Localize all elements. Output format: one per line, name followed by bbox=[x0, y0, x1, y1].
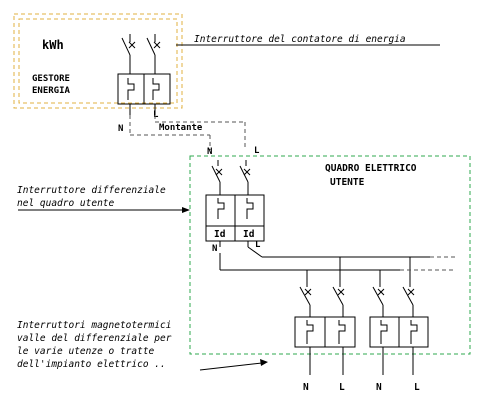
riser-neutral-label: N bbox=[118, 124, 123, 134]
output-2-neutral-label: N bbox=[376, 382, 382, 393]
diff-input-live-label: L bbox=[254, 146, 260, 156]
mcb-annotation-4: dell'impianto elettrico .. bbox=[17, 359, 166, 370]
riser-label: Montante bbox=[159, 123, 203, 133]
distribution-bus bbox=[219, 246, 430, 283]
diff-input-neutral-label: N bbox=[207, 147, 212, 157]
diff-id-label-2: Id bbox=[243, 229, 255, 240]
meter-box-border-inner bbox=[18, 18, 178, 104]
diff-annotation-2: nel quadro utente bbox=[17, 198, 115, 209]
diff-annotation-arrowhead bbox=[182, 207, 190, 213]
user-panel-border bbox=[189, 155, 471, 355]
meter-box-border bbox=[13, 13, 183, 109]
mcb-annotation-arrowhead bbox=[260, 359, 268, 366]
output-1-neutral-label: N bbox=[303, 382, 309, 393]
meter-operator-label-1: GESTORE bbox=[32, 74, 70, 84]
diff-output-live-label: L bbox=[255, 240, 261, 250]
output-1-live-label: L bbox=[339, 382, 345, 393]
panel-title-1: QUADRO ELETTRICO bbox=[325, 163, 417, 174]
meter-breaker-annotation: Interruttore del contatore di energia bbox=[194, 34, 406, 45]
meter-unit-label: kWh bbox=[42, 38, 64, 52]
mcb-annotation-leader bbox=[199, 362, 263, 371]
diff-id-label-1: Id bbox=[214, 229, 226, 240]
output-2-live-label: L bbox=[414, 382, 420, 393]
differential-breaker bbox=[205, 160, 265, 247]
panel-title-2: UTENTE bbox=[330, 177, 365, 188]
riser-cables bbox=[129, 115, 246, 150]
mcb-annotation-2: valle del differenziale per bbox=[17, 333, 172, 344]
meter-breaker bbox=[117, 34, 171, 115]
mcb-group-1 bbox=[294, 283, 356, 375]
riser-live-label: L bbox=[153, 110, 159, 120]
diff-output-neutral-label: N bbox=[212, 244, 217, 254]
meter-operator-label-2: ENERGIA bbox=[32, 86, 71, 96]
diff-annotation-1: Interruttore differenziale bbox=[17, 185, 166, 196]
bus-continuation bbox=[400, 256, 455, 271]
mcb-annotation-1: Interruttori magnetotermici bbox=[17, 320, 171, 331]
mcb-group-2 bbox=[369, 283, 429, 375]
mcb-annotation-3: le varie utenze o tratte bbox=[17, 346, 155, 357]
